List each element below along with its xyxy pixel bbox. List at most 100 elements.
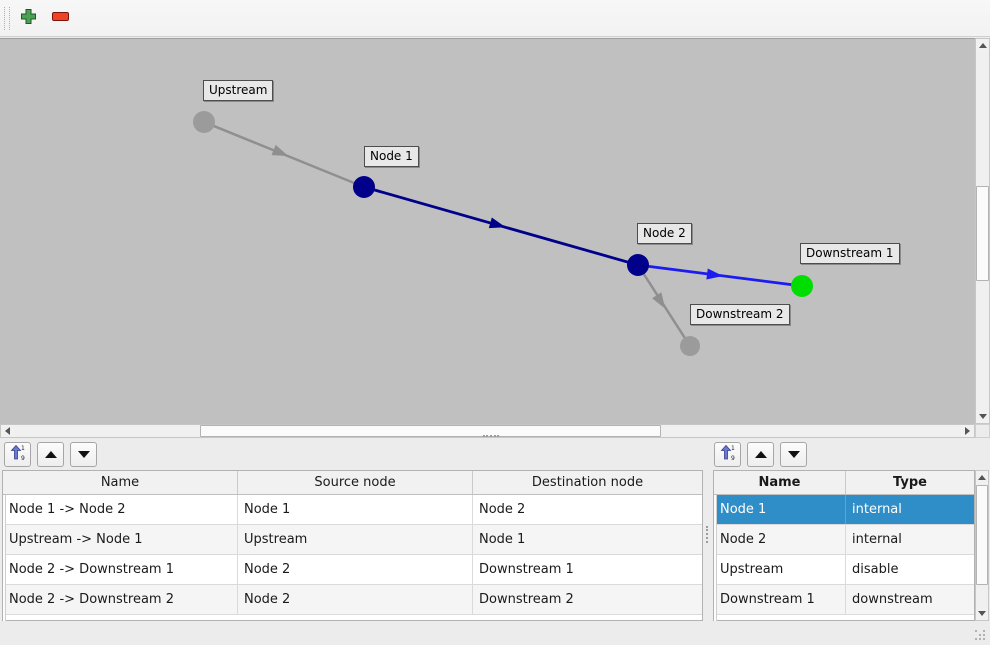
scroll-right-button[interactable] (961, 425, 974, 437)
edge-move-up-button[interactable] (37, 442, 64, 467)
table-row[interactable]: Upstream -> Node 1 Upstream Node 1 (3, 525, 702, 555)
minus-icon (52, 11, 69, 26)
node-move-up-button[interactable] (747, 442, 774, 467)
cell-destination[interactable]: Node 1 (479, 532, 526, 547)
main-toolbar (0, 0, 990, 37)
status-bar (0, 622, 990, 645)
node-downstream1[interactable] (791, 275, 813, 297)
table-row[interactable]: Node 1 -> Node 2 Node 1 Node 2 (3, 495, 702, 525)
toolbar-grip-handle[interactable] (4, 7, 10, 30)
canvas-horizontal-scrollbar[interactable] (0, 424, 975, 438)
triangle-down-icon (978, 414, 987, 419)
cell-source[interactable]: Node 2 (238, 585, 473, 614)
scroll-down-button[interactable] (976, 607, 988, 620)
scroll-left-button[interactable] (1, 425, 14, 437)
node-label-downstream1: Downstream 1 (800, 243, 900, 264)
node-table-header: Name Type (714, 471, 974, 495)
edge-table: Name Source node Destination node Node 1… (2, 470, 703, 621)
node-table: Name Type Node 1 internal Node 2 interna… (713, 470, 975, 621)
vertical-scroll-thumb[interactable] (976, 485, 988, 585)
cell-type[interactable]: internal (852, 502, 902, 517)
cell-destination[interactable]: Downstream 2 (479, 592, 574, 607)
vertical-splitter-handle[interactable] (706, 526, 710, 543)
svg-text:9: 9 (21, 455, 25, 461)
cell-type[interactable]: internal (852, 532, 902, 547)
cell-source[interactable]: Upstream (238, 525, 473, 554)
cell-name[interactable]: Node 2 (714, 525, 846, 554)
column-header-destination-node[interactable]: Destination node (531, 475, 644, 490)
node-upstream[interactable] (193, 111, 215, 133)
node-label-upstream: Upstream (203, 80, 274, 101)
cell-name[interactable]: Node 2 -> Downstream 1 (3, 555, 238, 584)
column-header-type[interactable]: Type (893, 475, 927, 490)
cell-destination[interactable]: Downstream 1 (479, 562, 574, 577)
table-row[interactable]: Upstream disable (714, 555, 974, 585)
column-header-name[interactable]: Name (3, 471, 238, 494)
sort-ascending-icon: 1 9 (10, 444, 26, 465)
horizontal-splitter-handle[interactable] (483, 435, 499, 439)
canvas-vertical-scrollbar[interactable] (975, 38, 990, 424)
sort-ascending-icon: 1 9 (720, 444, 736, 465)
row-header-strip (714, 495, 717, 621)
cell-name[interactable]: Upstream (714, 555, 846, 584)
horizontal-scroll-thumb[interactable] (200, 425, 661, 437)
scroll-up-button[interactable] (976, 471, 988, 484)
svg-text:1: 1 (21, 445, 25, 452)
edge-move-down-button[interactable] (70, 442, 97, 467)
plus-icon (20, 8, 37, 29)
cell-name[interactable]: Node 1 (714, 495, 846, 524)
triangle-left-icon (5, 427, 10, 435)
vertical-scroll-thumb[interactable] (976, 186, 989, 281)
triangle-up-icon (978, 43, 987, 48)
svg-text:1: 1 (731, 445, 735, 452)
node-label-downstream2: Downstream 2 (690, 304, 790, 325)
node-move-down-button[interactable] (780, 442, 807, 467)
node-label-node1: Node 1 (364, 146, 419, 167)
scroll-down-button[interactable] (976, 410, 989, 423)
add-node-button[interactable] (16, 6, 41, 31)
edge-arrow-node2-downstream1 (706, 268, 723, 280)
column-header-name[interactable]: Name (714, 471, 846, 494)
edge-arrow-node2-downstream2 (652, 292, 666, 309)
empty-row (714, 615, 974, 620)
node-sort-button[interactable]: 1 9 (714, 442, 741, 467)
triangle-up-icon (978, 475, 986, 480)
triangle-down-icon (787, 451, 800, 458)
triangle-up-icon (44, 451, 57, 458)
table-row[interactable]: Node 2 internal (714, 525, 974, 555)
node-table-scrollbar[interactable] (975, 470, 989, 621)
edge-sort-button[interactable]: 1 9 (4, 442, 31, 467)
triangle-down-icon (77, 451, 90, 458)
cell-name[interactable]: Downstream 1 (714, 585, 846, 614)
cell-name[interactable]: Node 2 -> Downstream 2 (3, 585, 238, 614)
node-downstream2[interactable] (680, 336, 700, 356)
cell-source[interactable]: Node 1 (238, 495, 473, 524)
table-row-selected[interactable]: Node 1 internal (714, 495, 974, 525)
empty-row (3, 615, 702, 620)
scroll-up-button[interactable] (976, 39, 989, 52)
node-label-node2: Node 2 (637, 223, 692, 244)
cell-name[interactable]: Upstream -> Node 1 (3, 525, 238, 554)
cell-type[interactable]: downstream (852, 592, 933, 607)
table-row[interactable]: Downstream 1 downstream (714, 585, 974, 615)
cell-name[interactable]: Node 1 -> Node 2 (3, 495, 238, 524)
table-row[interactable]: Node 2 -> Downstream 2 Node 2 Downstream… (3, 585, 702, 615)
window-resize-grip[interactable] (975, 630, 986, 641)
cell-destination[interactable]: Node 2 (479, 502, 526, 517)
triangle-up-icon (754, 451, 767, 458)
triangle-down-icon (978, 611, 986, 616)
node-node2[interactable] (627, 254, 649, 276)
row-header-strip (3, 495, 6, 621)
node-node1[interactable] (353, 176, 375, 198)
table-row[interactable]: Node 2 -> Downstream 1 Node 2 Downstream… (3, 555, 702, 585)
remove-node-button[interactable] (48, 6, 73, 31)
triangle-right-icon (965, 427, 970, 435)
column-header-source-node[interactable]: Source node (238, 471, 473, 494)
cell-source[interactable]: Node 2 (238, 555, 473, 584)
lower-panels: 1 9 1 9 Name Source node Des (0, 435, 990, 645)
cell-type[interactable]: disable (852, 562, 899, 577)
graph-canvas[interactable]: Upstream Node 1 Node 2 Downstream 1 Down… (0, 38, 975, 424)
scrollbar-corner (975, 424, 990, 438)
svg-text:9: 9 (731, 455, 735, 461)
